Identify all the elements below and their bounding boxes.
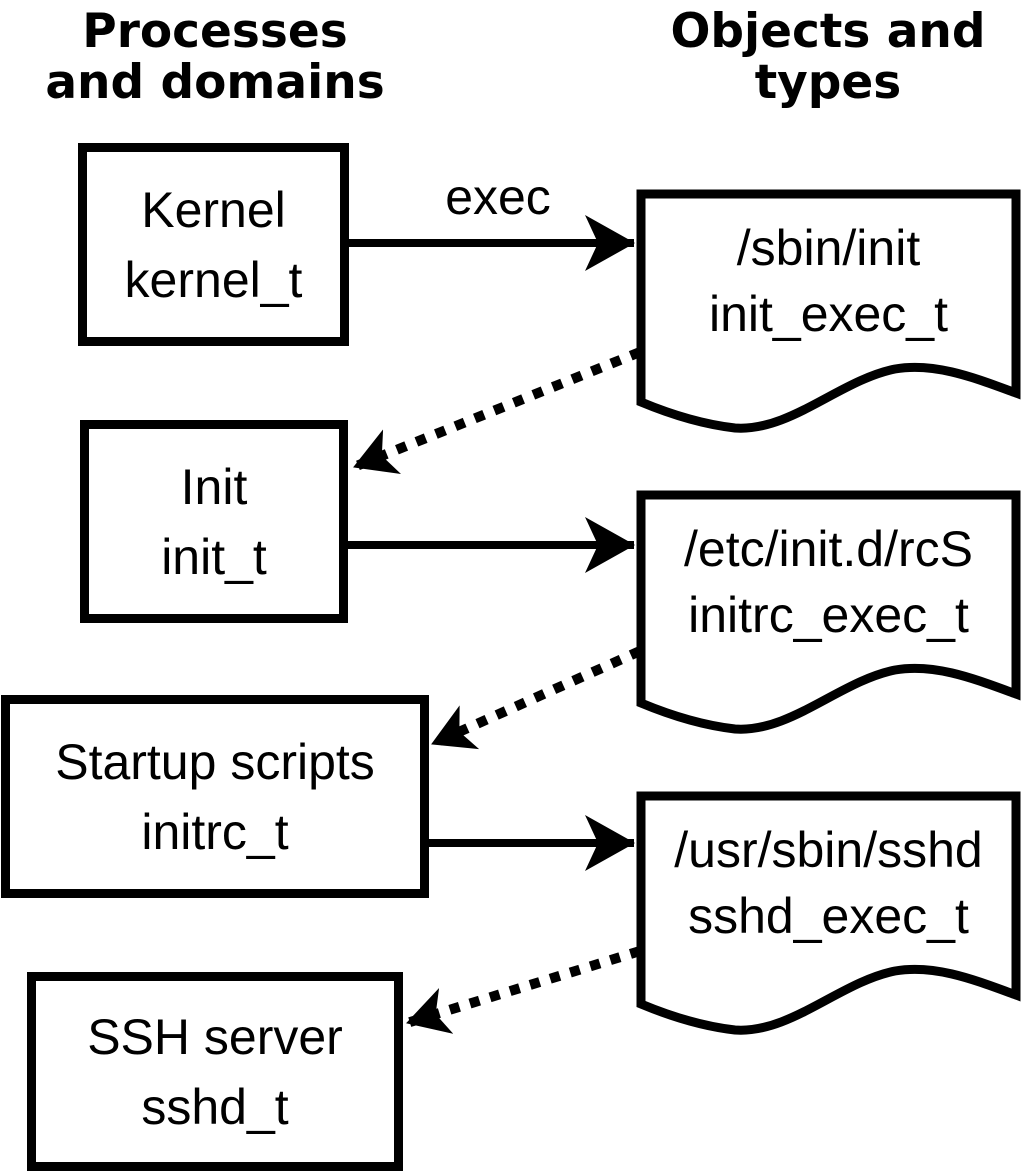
process-domain: initrc_t bbox=[141, 803, 289, 860]
object-label-sbin-init: /sbin/init init_exec_t bbox=[641, 215, 1016, 347]
header-line: and domains bbox=[45, 55, 385, 110]
transition-arrow-to-initrc-t bbox=[429, 646, 643, 750]
object-label-etc-initd-rcs: /etc/init.d/rcS initrc_exec_t bbox=[641, 516, 1016, 648]
process-box-ssh-server: SSH server sshd_t bbox=[27, 972, 403, 1171]
column-header-processes: Processes and domains bbox=[0, 6, 430, 108]
process-domain: sshd_t bbox=[141, 1078, 289, 1135]
process-name: SSH server bbox=[87, 1008, 343, 1065]
process-domain: kernel_t bbox=[124, 251, 303, 308]
object-path: /usr/sbin/sshd bbox=[674, 822, 983, 878]
document-shape-sbin-init bbox=[636, 189, 1021, 433]
object-path: /etc/init.d/rcS bbox=[684, 521, 973, 577]
header-line: Processes bbox=[82, 4, 348, 59]
document-shape-etc-initd-rcs bbox=[636, 490, 1021, 734]
header-line: Objects and bbox=[670, 4, 986, 59]
object-type: init_exec_t bbox=[708, 286, 949, 342]
process-name: Init bbox=[180, 458, 248, 515]
object-path: /sbin/init bbox=[736, 220, 921, 276]
process-domain: init_t bbox=[161, 528, 267, 585]
transition-arrow-to-sshd-t bbox=[405, 946, 642, 1034]
process-name: Kernel bbox=[141, 181, 286, 238]
object-type: initrc_exec_t bbox=[688, 587, 969, 643]
document-shape-usr-sbin-sshd bbox=[636, 791, 1021, 1035]
header-line: types bbox=[754, 55, 902, 110]
object-type: sshd_exec_t bbox=[688, 888, 969, 944]
process-box-kernel: Kernel kernel_t bbox=[78, 143, 349, 346]
exec-arrow-label: exec bbox=[445, 169, 551, 225]
process-box-init: Init init_t bbox=[80, 420, 348, 623]
process-name: Startup scripts bbox=[55, 733, 375, 790]
object-label-usr-sbin-sshd: /usr/sbin/sshd sshd_exec_t bbox=[641, 817, 1016, 949]
process-box-startup-scripts: Startup scripts initrc_t bbox=[1, 695, 429, 898]
transition-arrow-to-init-t bbox=[352, 347, 642, 474]
column-header-objects: Objects and types bbox=[636, 6, 1020, 108]
